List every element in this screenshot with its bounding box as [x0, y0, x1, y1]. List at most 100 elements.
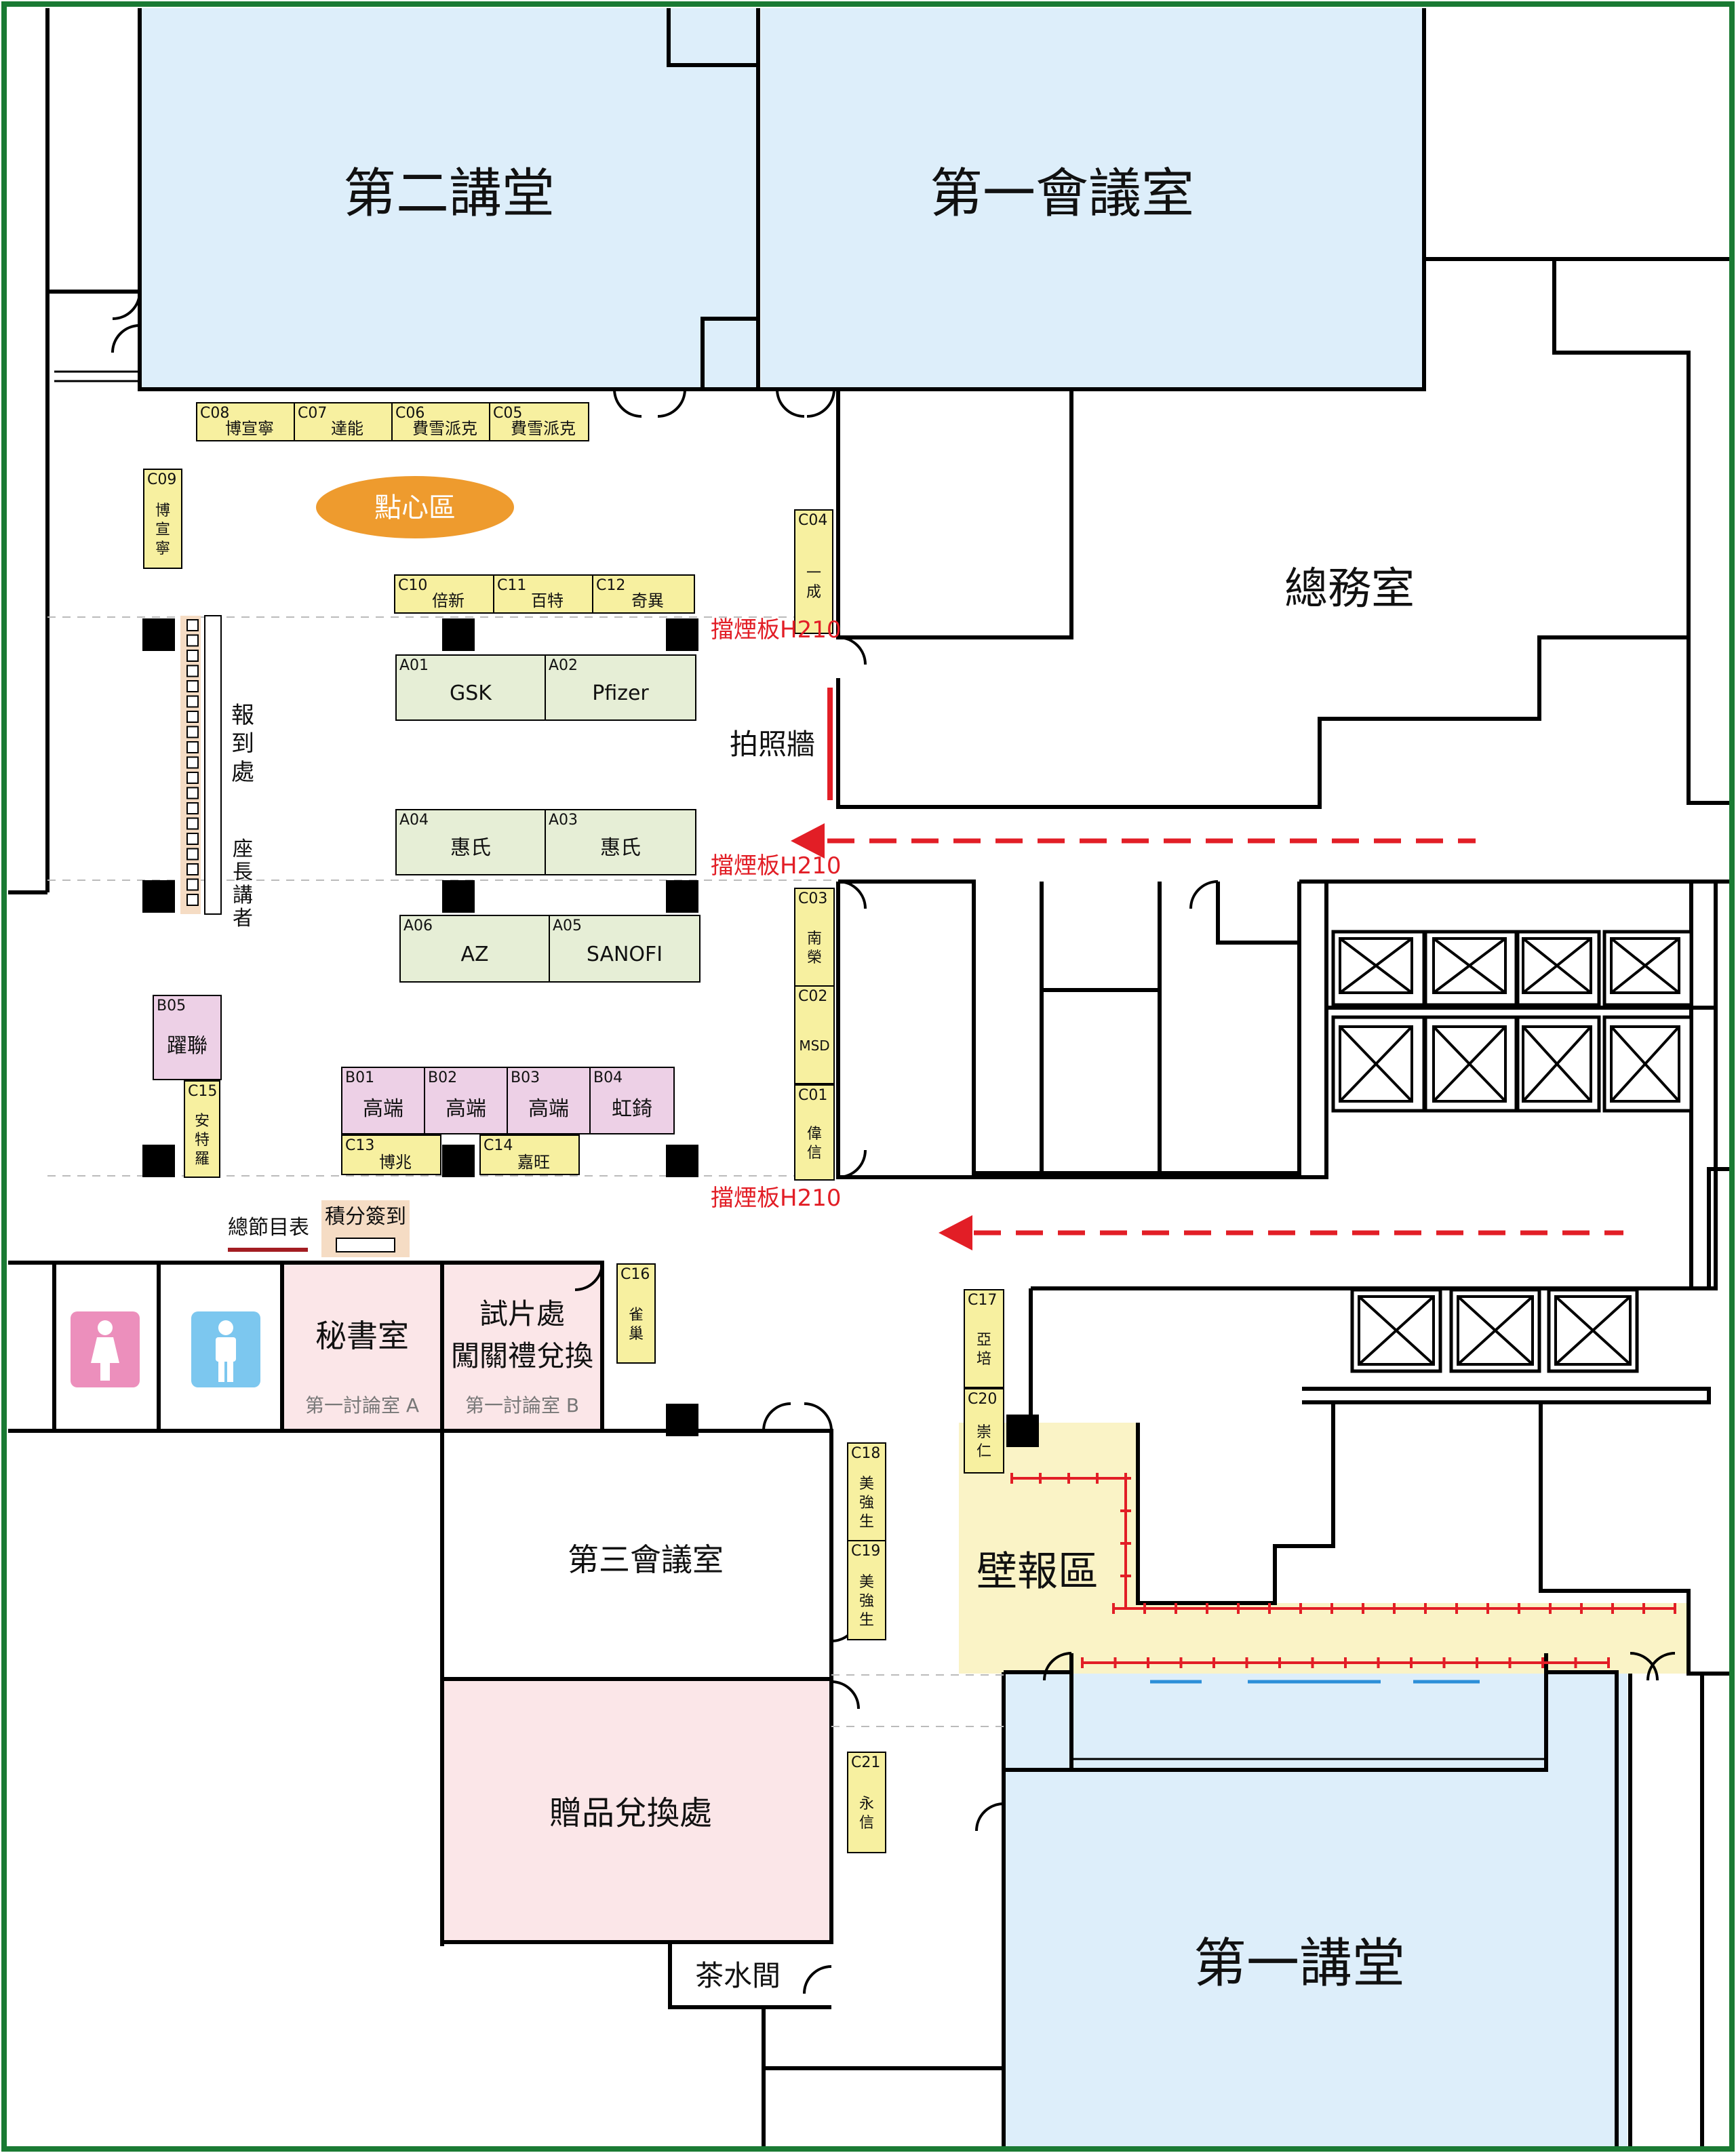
registration-seat: [186, 634, 199, 647]
booth-name: 博宣寧: [225, 419, 274, 438]
booth-id: B04: [593, 1069, 623, 1086]
registration-seat: [186, 878, 199, 891]
booth-id: C17: [968, 1292, 997, 1309]
booth-name-char: 巢: [629, 1326, 644, 1343]
vertical-label-char: 處: [231, 759, 254, 786]
poster-zone-fill: [959, 1423, 1689, 1674]
registration-seat: [186, 665, 199, 677]
booth-id: C15: [188, 1083, 217, 1100]
gift-exchange-title: 贈品兌換處: [549, 1794, 712, 1832]
booth-id: B01: [345, 1069, 374, 1086]
secretary-sub: 第一討論室 A: [305, 1394, 419, 1417]
lecture-hall-2-fill: [140, 8, 758, 389]
registration-seat: [186, 726, 199, 738]
tea-room-title: 茶水間: [695, 1959, 781, 1992]
booth-id: C06: [395, 405, 425, 422]
elevator-icon: [1602, 930, 1693, 1007]
elevators: [1331, 930, 1693, 1373]
booth-name: 高端: [528, 1097, 569, 1121]
booth-name-char: 強: [859, 1593, 874, 1610]
booth-id: B03: [511, 1069, 540, 1086]
registration-seats: [186, 619, 199, 906]
booth-name-char: 一: [806, 565, 821, 582]
vertical-label-char: 座: [233, 837, 253, 861]
booth-name: 奇異: [631, 591, 664, 610]
program-board: [228, 1248, 308, 1252]
meeting-room-3-title: 第三會議室: [568, 1541, 724, 1578]
registration-seat: [186, 894, 199, 906]
photo-wall-marker: [827, 688, 833, 800]
booth-c12: C12 奇異: [592, 574, 695, 614]
meeting-room-1-fill: [761, 8, 1424, 389]
booth-name: 費雪派克: [511, 419, 576, 438]
booth-name: 費雪派克: [412, 419, 477, 438]
registration-seat: [186, 802, 199, 814]
booth-name: 惠氏: [450, 836, 491, 860]
pillars: [142, 618, 1039, 1447]
registration-seat: [186, 772, 199, 784]
booths: C08博宣寧C07達能C06費雪派克C05費雪派克C09博宣寧C04一成C10倍…: [143, 402, 1004, 1853]
elevator-icon: [1331, 1015, 1426, 1113]
general-affairs-title: 總務室: [1284, 564, 1415, 614]
smoke-board-3: 擋煙板H210: [711, 1185, 841, 1212]
booth-id: C09: [147, 471, 176, 488]
booth-name-char: 羅: [195, 1151, 210, 1168]
booth-name: 嘉旺: [517, 1153, 550, 1172]
secretary-title: 秘書室: [315, 1318, 409, 1354]
booth-name: 倍新: [432, 591, 465, 610]
booth-name-char: 安: [195, 1113, 210, 1130]
booth-name-char: 宣: [155, 521, 170, 538]
photo-wall-label: 拍照牆: [730, 728, 815, 761]
trial-title-1: 試片處: [479, 1297, 565, 1330]
booth-name: 惠氏: [600, 836, 641, 860]
elevator-icon: [1350, 1288, 1442, 1373]
poster-area-label: 壁報區: [976, 1548, 1099, 1596]
booth-id: C03: [798, 890, 827, 907]
booth-name-char: 強: [859, 1495, 874, 1512]
vertical-label-char: 者: [233, 907, 253, 930]
direction-arrow-2: [939, 1215, 1623, 1250]
booth-name: 躍聯: [167, 1034, 208, 1058]
booth-id: C21: [851, 1754, 880, 1771]
booth-name-char: 成: [806, 584, 821, 601]
registration-seat: [186, 833, 199, 845]
booth-name: 達能: [331, 419, 363, 438]
trial-title-2: 闖關禮兌換: [451, 1339, 593, 1372]
booth-id: C12: [596, 577, 625, 594]
booth-name: SANOFI: [587, 943, 663, 966]
registration-seat: [186, 650, 199, 662]
booth-name-char: 生: [859, 1514, 874, 1530]
points-checkin-desk: [336, 1238, 395, 1252]
booth-id: C08: [200, 405, 229, 422]
booth-id: C04: [798, 512, 827, 529]
registration-seat: [186, 756, 199, 769]
registration-seat: [186, 848, 199, 861]
elevator-icon: [1423, 930, 1518, 1007]
vertical-label-char: 講: [233, 884, 253, 907]
booth-id: C19: [851, 1543, 880, 1560]
booth-name: 博兆: [379, 1153, 412, 1172]
elevator-icon: [1423, 1015, 1518, 1113]
booth-id: A01: [399, 657, 429, 674]
elevator-icon: [1516, 1015, 1601, 1113]
registration-seat: [186, 711, 199, 723]
booth-id: B02: [428, 1069, 457, 1086]
registration-counter: [204, 615, 222, 915]
